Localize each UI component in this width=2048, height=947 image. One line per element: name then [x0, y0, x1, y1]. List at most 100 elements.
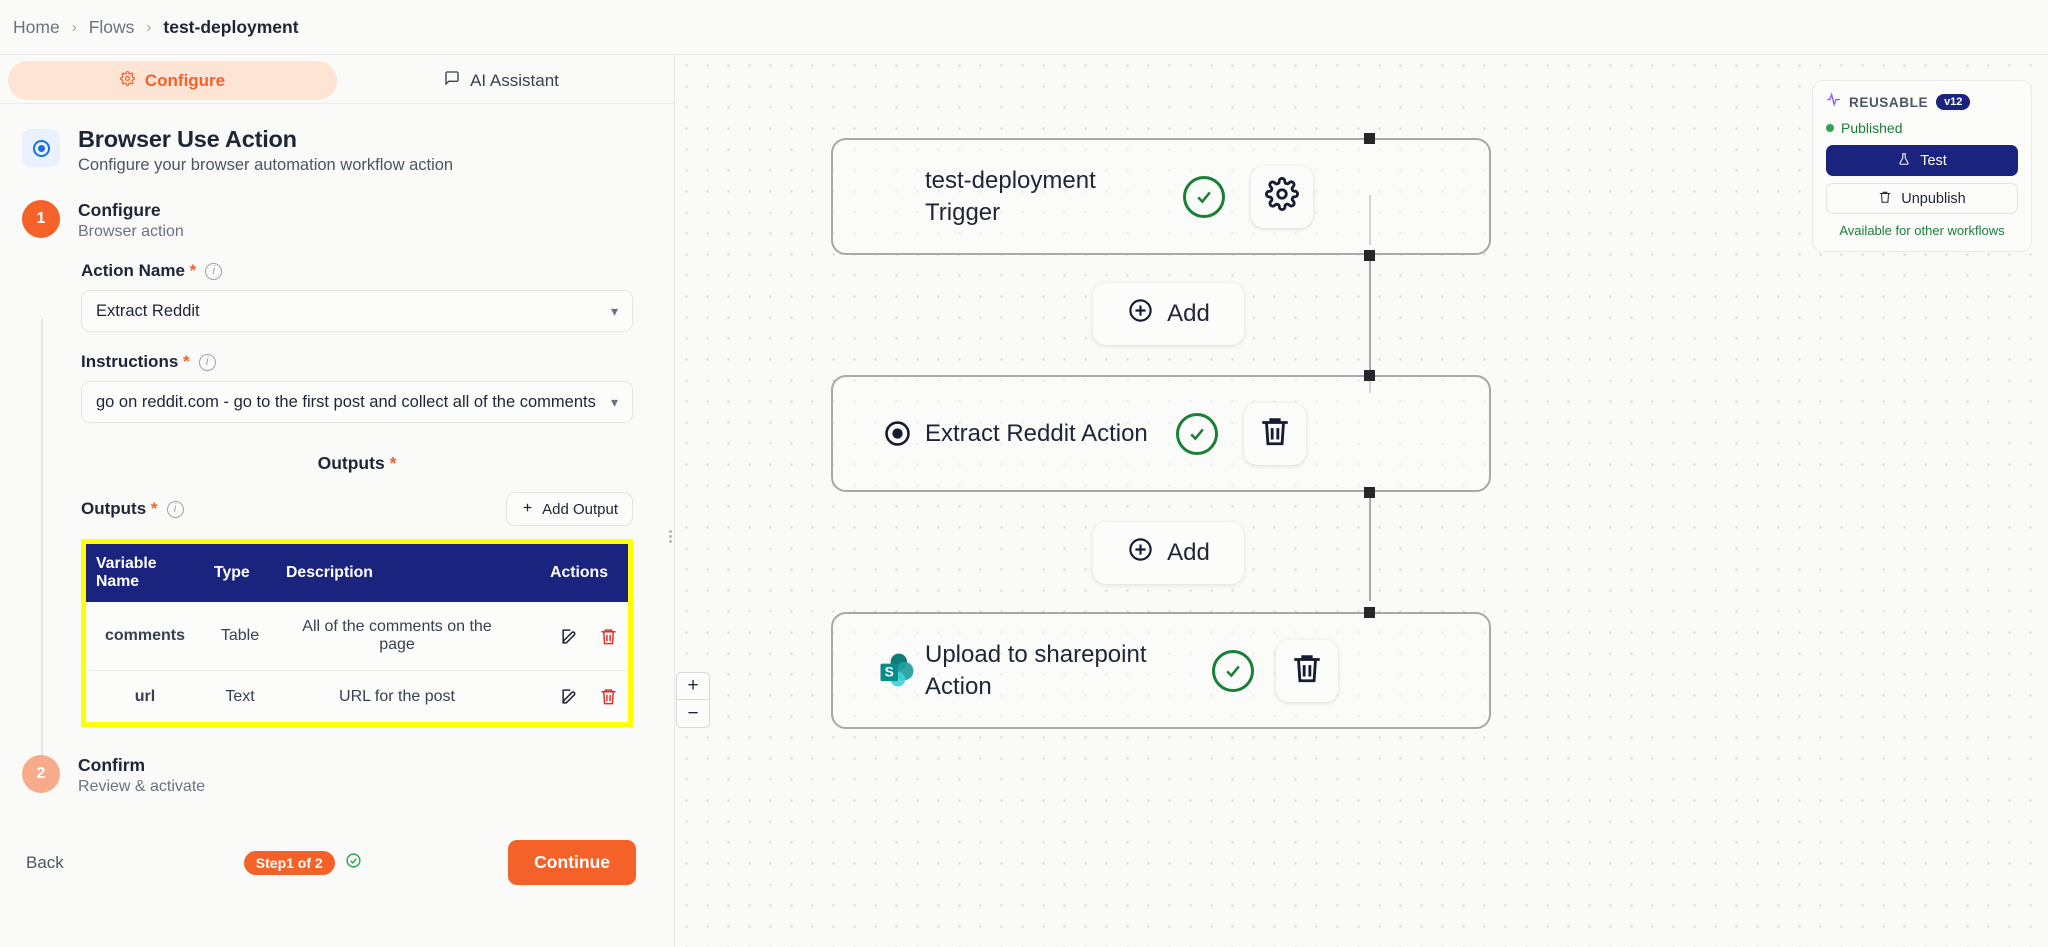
add-step-button-1[interactable]: Add: [1093, 283, 1244, 345]
check-circle-icon: [1183, 175, 1225, 218]
breadcrumb: Home › Flows › test-deployment: [0, 0, 2048, 55]
node-port[interactable]: [1364, 250, 1375, 261]
node-delete-button[interactable]: [1243, 402, 1306, 465]
unpublish-button-label: Unpublish: [1901, 190, 1966, 207]
output-variable-name: url: [86, 670, 204, 722]
output-variable-name: comments: [86, 602, 204, 671]
trash-icon[interactable]: [599, 627, 618, 646]
chat-bubble-icon: [444, 70, 460, 91]
edit-icon[interactable]: [560, 627, 579, 646]
edge-connector: [1369, 315, 1371, 375]
page-subtitle: Configure your browser automation workfl…: [78, 156, 454, 174]
workflow-node-trigger[interactable]: test-deployment Trigger: [831, 138, 1491, 255]
output-description: All of the comments on the page: [276, 602, 518, 671]
panel-footer: Back Step1 of 2 Continue: [0, 840, 674, 885]
flask-icon: [1897, 152, 1911, 170]
zoom-in-button[interactable]: +: [677, 673, 709, 700]
plus-icon: [521, 501, 534, 518]
panel-tabs: Configure AI Assistant: [0, 55, 674, 104]
add-output-button[interactable]: Add Output: [506, 492, 633, 526]
step-1-subtitle: Browser action: [78, 223, 184, 240]
add-step-label: Add: [1167, 539, 1210, 566]
outputs-section-heading: Outputs *: [317, 453, 397, 473]
step-chip-label: Step1 of 2: [243, 850, 335, 875]
activity-icon: [1826, 92, 1841, 112]
info-icon[interactable]: i: [198, 353, 216, 371]
breadcrumb-item-home[interactable]: Home: [13, 16, 60, 37]
unpublish-button[interactable]: Unpublish: [1826, 183, 2018, 214]
zoom-out-button[interactable]: −: [687, 702, 699, 724]
node-port[interactable]: [1364, 487, 1375, 498]
breadcrumb-separator-icon: ›: [71, 18, 77, 36]
trash-icon[interactable]: [599, 687, 618, 706]
row-actions: [518, 670, 628, 722]
edit-icon[interactable]: [560, 687, 579, 706]
step-connector-line: [41, 319, 43, 789]
tab-configure-label: Configure: [144, 70, 226, 90]
outputs-header-row: Outputs * i Add Output: [81, 492, 633, 526]
status-dot-icon: [1826, 124, 1834, 132]
test-button[interactable]: Test: [1826, 145, 2018, 176]
step-confirm: 2 Confirm Review & activate: [0, 755, 674, 796]
check-circle-icon: [345, 852, 362, 874]
canvas-zoom-controls: + −: [676, 672, 710, 728]
node-title: Extract Reddit Action: [925, 419, 1148, 447]
info-icon[interactable]: i: [166, 500, 184, 518]
step-indicator: Step1 of 2: [243, 850, 362, 875]
breadcrumb-item-current: test-deployment: [163, 16, 299, 37]
table-row: comments Table All of the comments on th…: [86, 602, 628, 671]
info-icon[interactable]: i: [205, 262, 223, 280]
sharepoint-icon: S: [869, 649, 925, 693]
tab-ai-assistant-label: AI Assistant: [470, 70, 559, 90]
chevron-down-icon: ▾: [610, 302, 618, 319]
configuration-panel: Configure AI Assistant Browser Use Actio…: [0, 55, 675, 947]
trash-icon: [1878, 190, 1892, 208]
instructions-value: go on reddit.com - go to the first post …: [96, 392, 596, 411]
action-name-label: Action Name * i: [81, 261, 633, 281]
column-actions: Actions: [518, 544, 628, 602]
outputs-table: Variable Name Type Description Actions c…: [86, 544, 628, 722]
reusable-status-card: REUSABLE v12 Published Test Unpublish Av…: [1812, 80, 2032, 252]
tab-ai-assistant[interactable]: AI Assistant: [337, 61, 666, 100]
step-2-badge: 2: [22, 755, 60, 793]
breadcrumb-item-flows[interactable]: Flows: [88, 16, 135, 37]
continue-button[interactable]: Continue: [508, 840, 636, 885]
outputs-table-highlight: Variable Name Type Description Actions c…: [81, 539, 633, 727]
plus-circle-icon: [1127, 297, 1154, 331]
action-name-select[interactable]: Extract Reddit ▾: [81, 290, 633, 332]
check-circle-icon: [1175, 412, 1218, 455]
row-actions: [518, 602, 628, 671]
workflow-canvas[interactable]: test-deployment Trigger Add: [676, 55, 2048, 947]
reusable-label: REUSABLE: [1849, 94, 1929, 110]
step-configure: 1 Configure Browser action: [0, 200, 674, 241]
back-button[interactable]: Back: [26, 852, 64, 872]
status-badge: Published: [1841, 120, 1903, 136]
column-variable-name: Variable Name: [86, 544, 204, 602]
add-step-button-2[interactable]: Add: [1093, 522, 1244, 584]
step-1-badge: 1: [22, 200, 60, 238]
output-type: Text: [204, 670, 276, 722]
edge-connector: [1369, 491, 1371, 601]
output-description: URL for the post: [276, 670, 518, 722]
publish-status: Published: [1826, 120, 2018, 136]
breadcrumb-separator-icon: ›: [146, 18, 152, 36]
workflow-node-upload-sharepoint[interactable]: S Upload to sharepoint Action: [831, 612, 1491, 729]
workflow-node-extract-reddit[interactable]: Extract Reddit Action: [831, 375, 1491, 492]
trash-icon: [1258, 414, 1292, 453]
node-port[interactable]: [1364, 370, 1375, 381]
node-port[interactable]: [1364, 607, 1375, 618]
page-title: Browser Use Action: [78, 126, 297, 152]
plus-circle-icon: [1127, 536, 1154, 570]
outputs-label: Outputs * i: [81, 499, 184, 519]
output-type: Table: [204, 602, 276, 671]
test-button-label: Test: [1920, 152, 1947, 169]
node-title: Upload to sharepoint Action: [925, 640, 1147, 700]
tab-configure[interactable]: Configure: [8, 61, 337, 100]
node-delete-button[interactable]: [1276, 639, 1338, 702]
add-step-label: Add: [1167, 300, 1210, 327]
node-port[interactable]: [1364, 133, 1375, 144]
outputs-table-header-row: Variable Name Type Description Actions: [86, 544, 628, 602]
step-2-title: Confirm: [78, 755, 146, 775]
instructions-select[interactable]: go on reddit.com - go to the first post …: [81, 381, 633, 423]
node-settings-button[interactable]: [1251, 165, 1313, 228]
